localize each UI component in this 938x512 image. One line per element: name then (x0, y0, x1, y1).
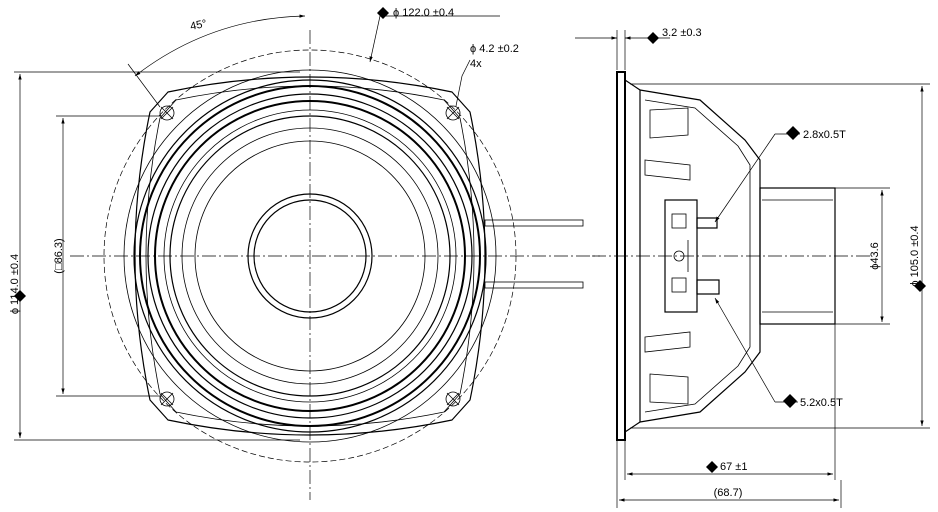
large-terminal-label: 5.2x0.5T (800, 397, 843, 409)
terminal-leads (484, 219, 584, 289)
small-terminal (696, 217, 718, 229)
overall-depth-label: (68.7) (714, 487, 743, 499)
angle-label: 45° (189, 18, 208, 33)
mounting-hole-bottom-left (159, 391, 175, 407)
large-terminal-leader (714, 297, 776, 403)
basket-outline (134, 76, 486, 436)
front-view: 45° ϕ 122.0 ±0.4 ϕ 4.2 ±0.2 4x ϕ 114.0 ±… (9, 7, 600, 500)
mounting-hole-top-left (159, 105, 175, 121)
outer-diameter-label: ϕ 122.0 ±0.4 (393, 7, 454, 19)
small-terminal-leader (714, 133, 776, 223)
side-view: 3.2 ±0.3 2.8x0.5T 5.2x0.5T ϕ43.6 ϕ 105.0… (575, 27, 930, 508)
small-terminal-label: 2.8x0.5T (803, 129, 846, 141)
mounting-hole-bottom-right (445, 391, 461, 407)
large-terminal (696, 279, 720, 295)
dust-cap-outer (247, 193, 373, 319)
flange-thickness-label: 3.2 ±0.3 (662, 27, 702, 39)
hole-label-line1: ϕ 4.2 ±0.2 (470, 43, 519, 55)
basket-inner-outline (145, 85, 475, 427)
hole-label-line2: 4x (470, 58, 482, 70)
outer-diameter-leader (369, 15, 500, 63)
dust-cap-inner (253, 199, 367, 313)
hole-spacing-label: (□86.3) (53, 238, 65, 273)
mounting-holes (159, 105, 461, 407)
flange (616, 71, 626, 441)
height-label: ϕ 114.0 ±0.4 (9, 254, 21, 314)
angle-dimension-arc (134, 14, 306, 77)
cone-rings (123, 69, 497, 443)
terminal-block (664, 199, 720, 313)
outer-reference-circle (103, 49, 517, 463)
magnet (759, 187, 836, 325)
basket-diameter-label: ϕ 105.0 ±0.4 (909, 225, 921, 286)
mounting-hole-top-right (445, 105, 461, 121)
magnet-diameter-label: ϕ43.6 (869, 242, 881, 270)
depth-label: 67 ±1 (720, 461, 747, 473)
hole-leader (455, 59, 471, 107)
